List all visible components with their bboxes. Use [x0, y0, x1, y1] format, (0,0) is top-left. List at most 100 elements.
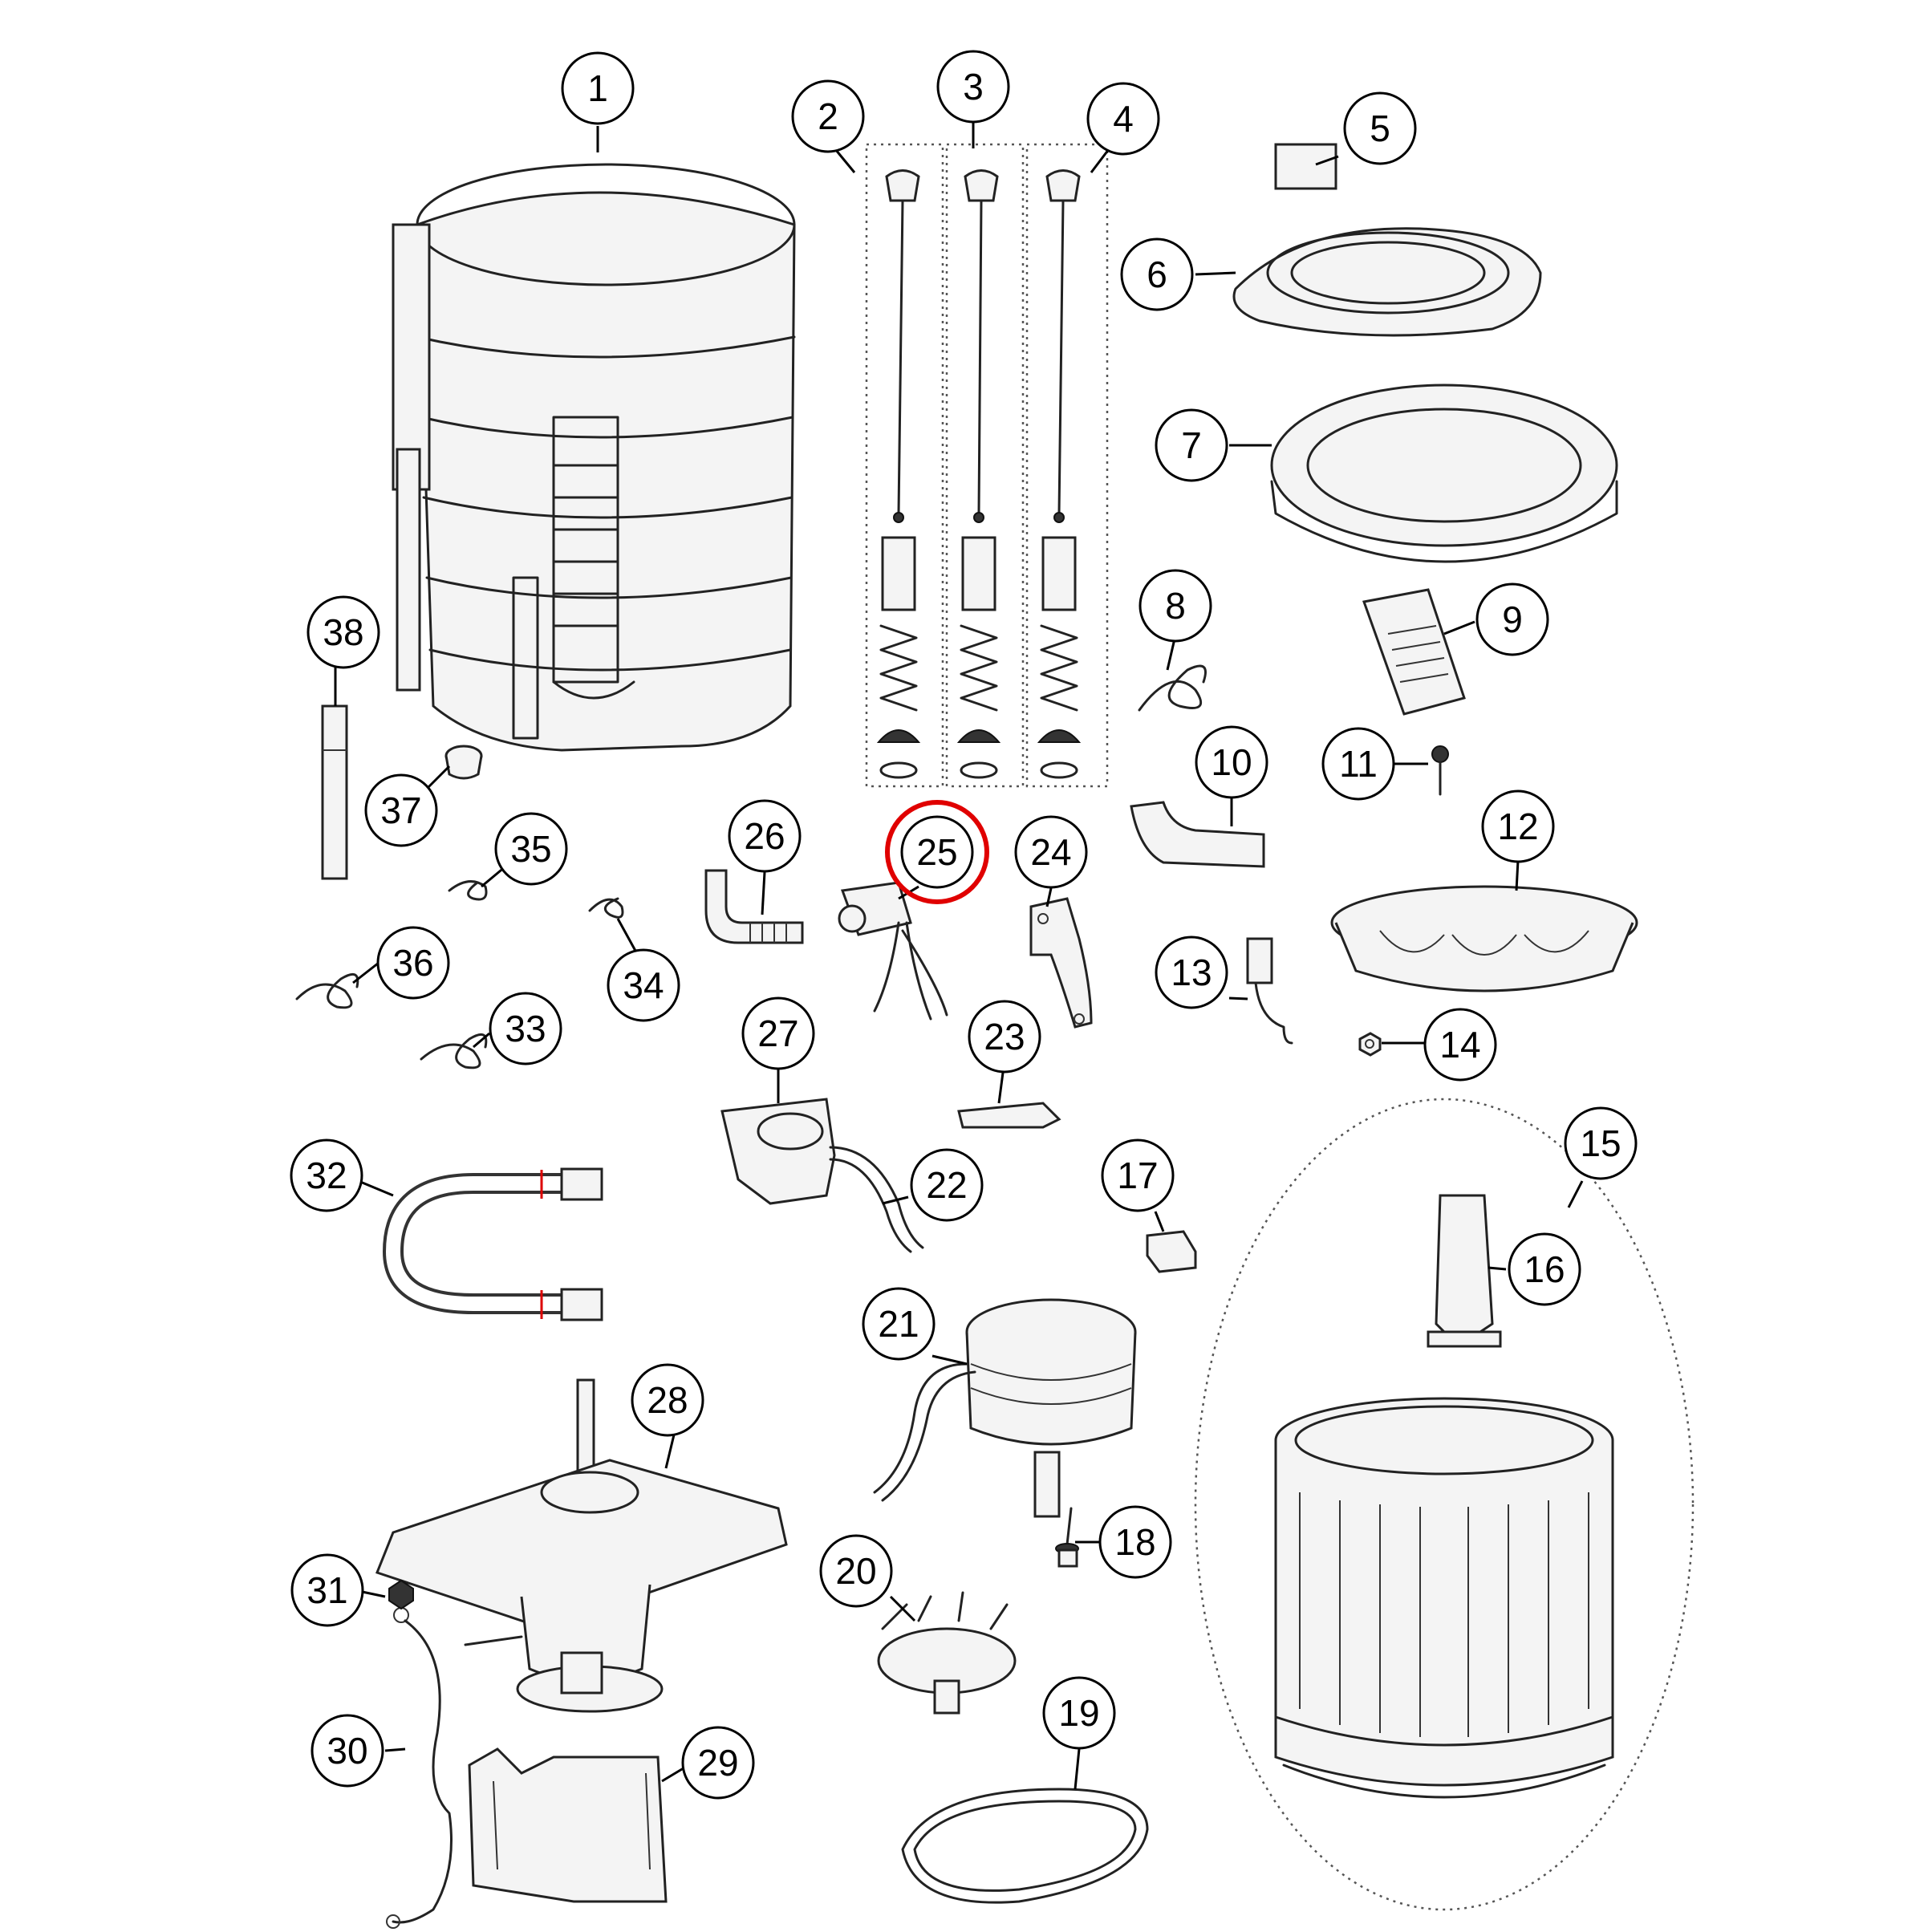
svg-text:20: 20 [835, 1550, 876, 1592]
svg-text:28: 28 [647, 1379, 688, 1421]
part-mounting-bracket [468, 1747, 668, 1903]
svg-text:3: 3 [963, 66, 984, 108]
callout-34: 34 [607, 948, 680, 1022]
svg-text:9: 9 [1502, 599, 1523, 640]
part-drive-belt [901, 1788, 1149, 1904]
svg-text:10: 10 [1211, 741, 1252, 783]
callout-1: 1 [561, 51, 635, 125]
callout-16: 16 [1508, 1232, 1581, 1306]
part-drive-motor [873, 1298, 1137, 1518]
callout-14: 14 [1423, 1008, 1497, 1082]
part-plug-37 [444, 745, 483, 780]
svg-text:21: 21 [878, 1303, 919, 1345]
callout-26: 26 [728, 799, 802, 873]
part-hose-bracket [1130, 801, 1265, 868]
svg-text:32: 32 [306, 1155, 347, 1196]
part-bolt-18 [1055, 1507, 1079, 1568]
part-suspension-rod-center [945, 143, 1025, 788]
callout-8: 8 [1138, 569, 1212, 643]
part-ground-wire [386, 1607, 453, 1929]
callout-38: 38 [306, 595, 380, 669]
svg-text:12: 12 [1497, 806, 1538, 847]
callout-15: 15 [1564, 1106, 1638, 1180]
part-lid-switch [1246, 937, 1293, 1045]
callout-37: 37 [364, 773, 438, 847]
callout-31: 31 [290, 1553, 364, 1627]
callout-7: 7 [1155, 408, 1228, 482]
callout-3: 3 [936, 50, 1010, 124]
svg-text:1: 1 [587, 67, 608, 109]
part-tub-cover [1232, 227, 1542, 337]
part-transmission [375, 1378, 788, 1713]
callout-20: 20 [819, 1534, 893, 1608]
svg-text:7: 7 [1181, 424, 1202, 466]
part-suspension-rod-left [865, 143, 944, 788]
part-balance-ring [1270, 384, 1618, 563]
callout-36: 36 [376, 926, 450, 1000]
svg-text:19: 19 [1058, 1692, 1099, 1734]
part-drain-hose [383, 1167, 603, 1321]
part-nut-14 [1358, 1032, 1382, 1057]
part-drain-actuator [720, 1098, 924, 1253]
svg-text:6: 6 [1147, 254, 1167, 295]
svg-text:37: 37 [380, 789, 421, 831]
svg-text:17: 17 [1117, 1155, 1158, 1196]
callout-18: 18 [1098, 1505, 1172, 1579]
part-baffle [1427, 1194, 1502, 1348]
callout-13: 13 [1155, 936, 1228, 1009]
callout-27: 27 [741, 996, 815, 1070]
part-hose-clip-35 [448, 880, 488, 901]
part-hose-clip-36 [295, 972, 359, 1009]
callouts: 1 2 3 4 5 6 7 8 9 10 11 12 13 14 15 16 1… [290, 50, 1638, 1800]
part-outer-tub [392, 163, 796, 752]
callout-9: 9 [1475, 582, 1549, 656]
part-inlet-valve [838, 881, 948, 1021]
svg-text:36: 36 [392, 942, 433, 984]
svg-text:22: 22 [926, 1164, 967, 1206]
svg-text:38: 38 [323, 611, 363, 653]
svg-text:33: 33 [505, 1008, 546, 1049]
svg-text:30: 30 [327, 1730, 367, 1772]
svg-text:5: 5 [1370, 108, 1390, 149]
callout-19: 19 [1042, 1676, 1116, 1750]
callout-17: 17 [1101, 1138, 1175, 1212]
callout-28: 28 [631, 1363, 704, 1437]
callout-21: 21 [862, 1287, 936, 1361]
part-label-plate [1274, 143, 1337, 190]
part-pulsator [1330, 885, 1638, 992]
svg-text:35: 35 [510, 828, 551, 870]
svg-text:13: 13 [1171, 952, 1212, 993]
callout-33: 33 [489, 992, 562, 1065]
svg-text:23: 23 [984, 1016, 1025, 1057]
svg-text:16: 16 [1524, 1248, 1565, 1290]
svg-text:29: 29 [697, 1742, 738, 1784]
part-hose-clip-8 [1138, 664, 1207, 712]
part-hose-clip-33 [420, 1033, 488, 1070]
callout-24: 24 [1014, 815, 1088, 889]
part-screw-11 [1431, 745, 1449, 796]
callout-4: 4 [1086, 82, 1160, 156]
svg-text:25: 25 [916, 831, 957, 873]
part-nut-31 [388, 1579, 414, 1610]
callout-23: 23 [968, 1000, 1041, 1074]
svg-text:2: 2 [818, 95, 838, 137]
svg-text:4: 4 [1113, 98, 1134, 140]
svg-text:27: 27 [757, 1013, 798, 1054]
part-tube-38 [321, 704, 348, 880]
callout-11: 11 [1321, 727, 1395, 801]
callout-35: 35 [494, 812, 568, 886]
callout-6: 6 [1120, 237, 1194, 311]
part-elbow-hose [704, 869, 804, 944]
svg-text:14: 14 [1439, 1024, 1480, 1065]
part-lint-filter [1362, 588, 1466, 716]
callout-32: 32 [290, 1138, 363, 1212]
callout-22: 22 [910, 1148, 984, 1222]
callout-30: 30 [310, 1714, 384, 1788]
part-hinge-bracket [1029, 897, 1093, 1029]
callout-29: 29 [681, 1726, 755, 1800]
svg-text:34: 34 [623, 964, 664, 1006]
part-wash-basket [1194, 1098, 1695, 1911]
part-hose-clip-34 [588, 897, 624, 919]
part-motor-pulley [877, 1591, 1017, 1715]
